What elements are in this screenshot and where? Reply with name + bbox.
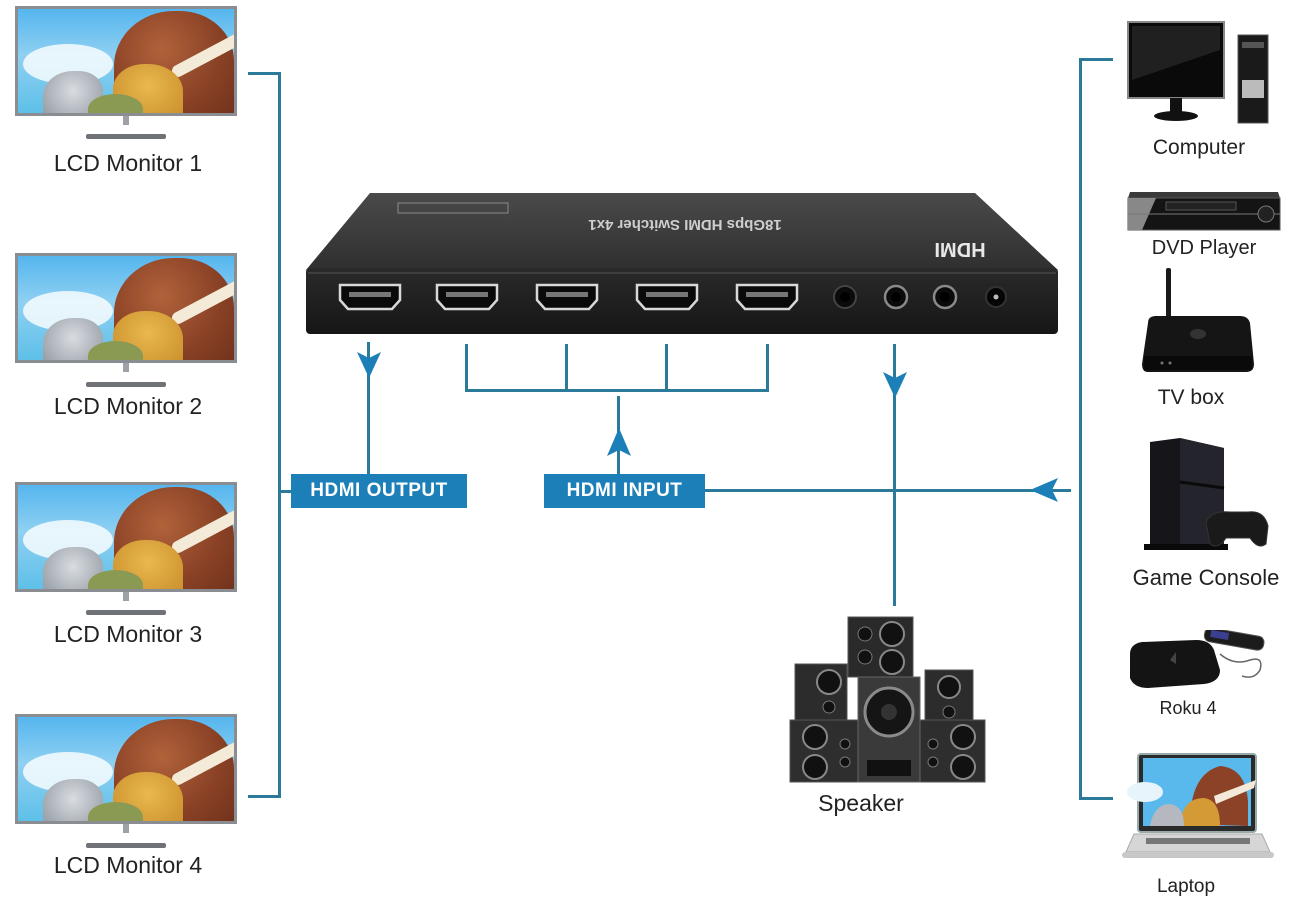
monitor-stand — [123, 363, 129, 372]
source-label: Roku 4 — [1159, 698, 1217, 718]
bracket-stub-bottom — [248, 795, 281, 798]
source-label: Laptop — [1156, 876, 1216, 897]
monitor-base — [86, 610, 166, 615]
monitor-icon — [15, 253, 237, 363]
bracket-stub-top — [248, 72, 281, 75]
output-line — [367, 342, 370, 474]
speaker-icon — [789, 616, 986, 783]
hdmi-output-tag: HDMI OUTPUT — [291, 474, 467, 508]
dvd-player-icon — [1127, 192, 1281, 231]
bracket-vertical — [278, 72, 281, 798]
device-model-text: 18Gbps HDMI Switcher 4x1 — [588, 216, 781, 233]
monitor-icon — [15, 6, 237, 116]
tv-box-icon — [1142, 268, 1254, 372]
monitor-stand — [123, 824, 129, 833]
dc-power-jack-icon — [985, 286, 1007, 308]
arrow-left-icon — [1030, 478, 1058, 502]
monitor-base — [86, 134, 166, 139]
source-label: DVD Player — [1151, 237, 1257, 259]
game-console-icon — [1144, 438, 1269, 550]
source-label: TV box — [1157, 386, 1225, 409]
arrow-down-icon — [357, 352, 381, 378]
monitor-base — [86, 382, 166, 387]
monitor-stand — [123, 116, 129, 125]
input-line-2 — [665, 344, 668, 392]
hdmi-input-tag: HDMI INPUT — [544, 474, 705, 508]
audio-jack-icon — [883, 284, 909, 310]
speaker-label: Speaker — [818, 790, 904, 816]
audio-line — [893, 344, 896, 606]
monitor-label: LCD Monitor 3 — [53, 621, 203, 647]
switcher-body-icon: 18Gbps HDMI Switcher 4x1 HDMI — [306, 193, 1058, 334]
input-line-3 — [565, 344, 568, 392]
desktop-computer-icon — [1127, 21, 1269, 124]
source-label: Computer — [1152, 136, 1246, 159]
ir-jack-icon — [932, 284, 958, 310]
monitor-base — [86, 843, 166, 848]
bracket-stub-top — [1079, 58, 1113, 61]
monitor-label: LCD Monitor 1 — [53, 150, 203, 176]
device-brand-text: HDMI — [934, 238, 985, 260]
roku-icon — [1130, 630, 1265, 688]
input-line-1 — [766, 344, 769, 392]
input-line-4 — [465, 344, 468, 392]
monitor-stand — [123, 592, 129, 601]
laptop-icon — [1122, 753, 1274, 858]
input-bus-line — [465, 389, 769, 392]
monitor-label: LCD Monitor 2 — [53, 393, 203, 419]
arrow-up-icon — [607, 428, 631, 456]
arrow-down-icon — [883, 372, 907, 398]
source-feed-line — [705, 489, 1071, 492]
monitor-icon — [15, 714, 237, 824]
bracket-to-output-tag — [281, 490, 293, 493]
monitor-label: LCD Monitor 4 — [53, 852, 203, 878]
audio-jack-icon — [833, 285, 857, 309]
bracket-stub-bottom — [1079, 797, 1113, 800]
bracket-vertical — [1079, 58, 1082, 800]
source-label: Game Console — [1132, 565, 1280, 590]
monitor-icon — [15, 482, 237, 592]
